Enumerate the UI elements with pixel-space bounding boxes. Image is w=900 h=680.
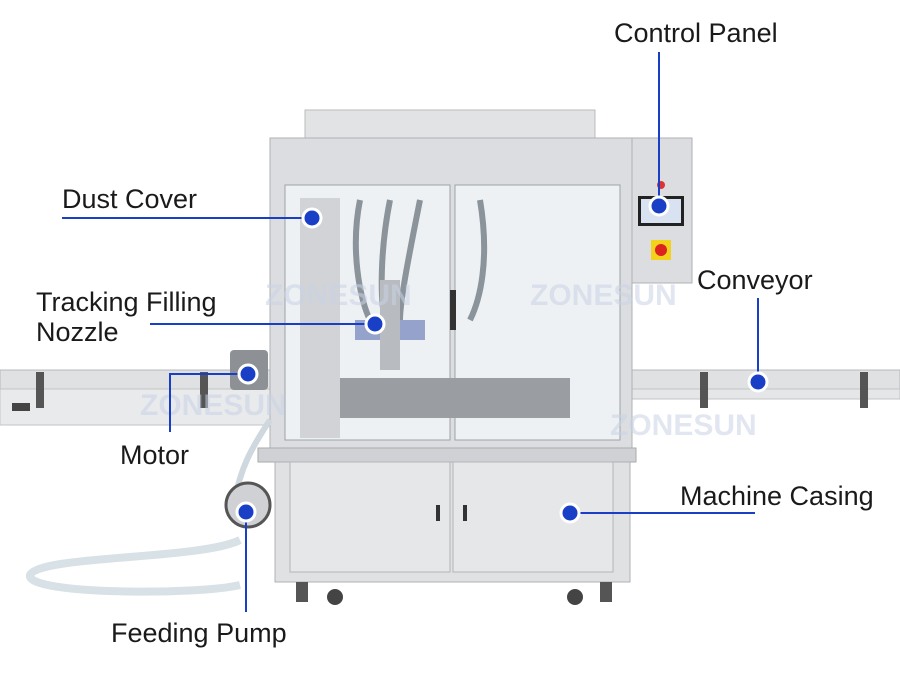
label-dust-cover: Dust Cover xyxy=(62,184,198,214)
label-tracking-filling-nozzle-line2: Nozzle xyxy=(36,317,119,347)
machine-casing-marker xyxy=(559,502,581,524)
label-conveyor: Conveyor xyxy=(697,265,813,295)
machine-casing-body xyxy=(257,447,637,605)
watermark: ZONESUN xyxy=(265,279,412,312)
feeding-pump-marker xyxy=(235,501,257,523)
conveyor-marker xyxy=(747,371,769,393)
watermark: ZONESUN xyxy=(140,389,287,422)
label-feeding-pump: Feeding Pump xyxy=(111,618,287,648)
label-motor: Motor xyxy=(120,440,190,470)
label-control-panel: Control Panel xyxy=(614,18,778,48)
dust-cover-marker xyxy=(301,207,323,229)
watermark: ZONESUN xyxy=(530,279,677,312)
top-tank xyxy=(304,109,596,141)
nozzle-marker xyxy=(364,313,386,335)
motor-marker xyxy=(237,363,259,385)
leader-lines xyxy=(62,52,759,612)
control-panel-marker xyxy=(648,195,670,217)
watermark: ZONESUN xyxy=(610,409,757,442)
label-machine-casing: Machine Casing xyxy=(680,481,874,511)
label-tracking-filling-nozzle-line1: Tracking Filling xyxy=(36,287,217,317)
